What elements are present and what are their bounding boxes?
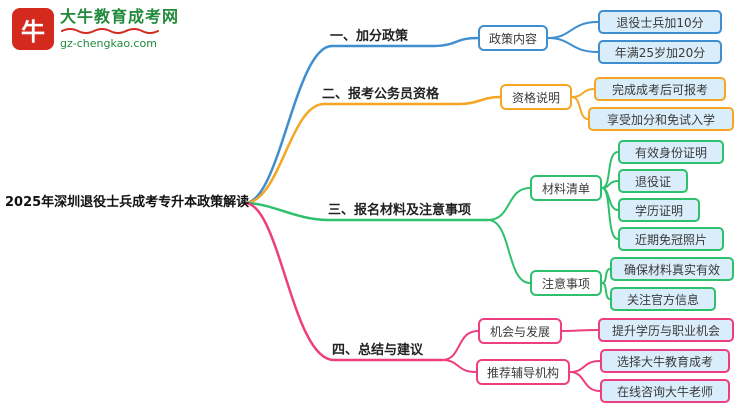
leaf-bonus-exemption: 享受加分和免试入学	[588, 107, 734, 131]
leaf-veteran-cert: 退役证	[618, 169, 688, 193]
leaf-authentic: 确保材料真实有效	[610, 257, 734, 281]
leaf-photo: 近期免冠照片	[618, 227, 724, 251]
logo-text-block: 大牛教育成考网 gz-chengkao.com	[60, 7, 180, 51]
mindmap-root-title: 2025年深圳退役士兵成考专升本政策解读	[5, 195, 250, 210]
leaf-bonus-20: 年满25岁加20分	[598, 40, 722, 64]
branch3-connectors	[243, 151, 619, 300]
leaf-eligible-after: 完成成考后可报考	[594, 77, 726, 101]
logo-site-url: gz-chengkao.com	[60, 37, 157, 50]
node-opportunity: 机会与发展	[478, 318, 562, 344]
leaf-official-info: 关注官方信息	[610, 287, 716, 311]
site-logo: 牛 大牛教育成考网 gz-chengkao.com	[12, 8, 179, 50]
leaf-online-consult: 在线咨询大牛老师	[600, 379, 730, 403]
branch-bonus-policy-label: 一、加分政策	[330, 29, 409, 44]
branch-materials-label: 三、报名材料及注意事项	[328, 203, 472, 218]
logo-bull-icon: 牛	[12, 8, 54, 50]
branch4-connectors	[243, 201, 601, 392]
node-qualification: 资格说明	[500, 84, 572, 110]
node-notes: 注意事项	[530, 270, 602, 296]
branch2-connectors	[243, 88, 595, 205]
leaf-choose-brand: 选择大牛教育成考	[600, 349, 730, 373]
branch-civil-servant-label: 二、报考公务员资格	[322, 87, 440, 102]
branch-summary-label: 四、总结与建议	[332, 343, 424, 358]
node-material-list: 材料清单	[530, 175, 602, 201]
logo-site-name: 大牛教育成考网	[60, 7, 180, 26]
node-recommendation: 推荐辅导机构	[476, 359, 570, 385]
leaf-edu-cert: 学历证明	[618, 198, 700, 222]
leaf-id-proof: 有效身份证明	[618, 140, 724, 164]
logo-underline-squiggle	[61, 28, 159, 34]
leaf-career: 提升学历与职业机会	[598, 318, 734, 342]
branch1-connectors	[243, 21, 599, 205]
leaf-bonus-10: 退役士兵加10分	[598, 10, 722, 34]
node-policy-content: 政策内容	[478, 25, 548, 51]
